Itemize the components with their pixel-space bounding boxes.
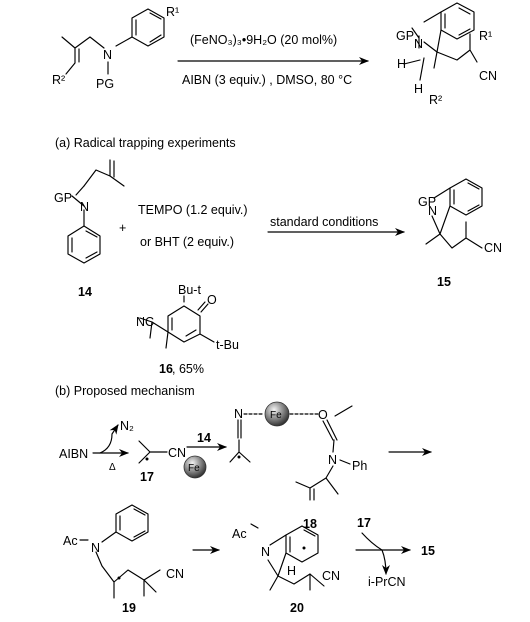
radical-19: Ac N CN 19 <box>63 504 184 615</box>
complex-18: Fe N O N Ph 18 <box>229 401 367 531</box>
product-r2-label: R² <box>429 93 442 107</box>
section-b-title: (b) Proposed mechanism <box>55 384 195 398</box>
cpd20-n-atom: N <box>261 545 270 559</box>
cpd17-number: 17 <box>140 470 154 484</box>
sm-r1-label: R¹ <box>166 5 179 19</box>
iprcn-label: i-PrCN <box>368 575 406 589</box>
section-a-conditions: standard conditions <box>270 215 378 229</box>
cpd18-oxygen: O <box>318 408 328 422</box>
cpd14-n-atom: N <box>80 200 89 214</box>
cpd20-h-label: H <box>287 564 296 578</box>
top-reagent-catalyst: (FeNO₃)₃•9H₂O (20 mol%) <box>190 33 337 47</box>
sm-n-atom: N <box>103 48 112 62</box>
heat-symbol: Δ <box>109 462 116 473</box>
cyclohexadienyl-radical-20: Ac N H CN 20 <box>232 523 340 615</box>
final-product-number: 15 <box>421 544 435 558</box>
section-a-arrow: standard conditions <box>267 215 405 236</box>
top-reagent-conditions: AIBN (3 equiv.) , DMSO, 80 °C <box>182 73 352 87</box>
cpd18-fe-label: Fe <box>270 410 282 421</box>
section-a-title: (a) Radical trapping experiments <box>55 136 236 150</box>
cpd20-ac-label: Ac <box>232 527 247 541</box>
cpd19-cn-label: CN <box>166 567 184 581</box>
product-r1-label: R¹ <box>479 29 492 43</box>
cpd20-cn-label: CN <box>322 569 340 583</box>
cpd15-number: 15 <box>437 275 451 289</box>
top-reaction-arrow: (FeNO₃)₃•9H₂O (20 mol%) AIBN (3 equiv.) … <box>177 33 369 87</box>
compound-16: Bu-t O NC t-Bu 16 , 65% <box>136 283 239 376</box>
cpd18-ph-label: Ph <box>352 459 367 473</box>
plus-sign: + <box>119 221 126 235</box>
starting-material: N R² PG R¹ <box>52 5 179 91</box>
compound-14: GP N 14 <box>54 159 125 299</box>
arrow-17-label: 17 <box>357 516 371 530</box>
cpd16-oxygen: O <box>207 293 217 307</box>
trap-bht: or BHT (2 equiv.) <box>140 235 234 249</box>
cpd14-number: 14 <box>78 285 92 299</box>
product-n-atom: N <box>414 37 423 51</box>
cpd16-yield: , 65% <box>172 362 204 376</box>
cpd14-gp-label: GP <box>54 191 72 205</box>
fe-catalyst-ball: Fe <box>183 455 207 479</box>
cpd16-tbu-bottom: t-Bu <box>216 338 239 352</box>
aibn-decomposition: AIBN N₂ Δ <box>59 419 134 473</box>
cpd15-cn-label: CN <box>484 241 502 255</box>
sm-pg-label: PG <box>96 77 114 91</box>
aibn-label: AIBN <box>59 447 88 461</box>
cpd16-number: 16 <box>159 362 173 376</box>
cpd16-nc-label: NC <box>136 315 154 329</box>
sm-r2-label: R² <box>52 73 65 87</box>
cpd15-gp-label: GP <box>418 195 436 209</box>
cpd19-ac-label: Ac <box>63 534 78 548</box>
indoline-product: GP N H H R² R¹ CN <box>396 2 497 107</box>
product-gp-label: GP <box>396 29 414 43</box>
compound-15: GP N CN 15 <box>418 178 502 289</box>
cpd18-n-amide: N <box>328 453 337 467</box>
arrow-14-label: 14 <box>197 431 211 445</box>
n2-label: N₂ <box>120 419 134 433</box>
radical-17: CN 17 <box>138 440 186 484</box>
cpd17-cn-label: CN <box>168 446 186 460</box>
product-h-label: H <box>397 57 406 71</box>
cpd18-n-nitrile: N <box>234 407 243 421</box>
final-step: 17 i-PrCN 15 <box>355 516 435 589</box>
cpd19-number: 19 <box>122 601 136 615</box>
product-h2-label: H <box>414 82 423 96</box>
cpd20-number: 20 <box>290 601 304 615</box>
cpd19-n-atom: N <box>91 541 100 555</box>
product-cn-label: CN <box>479 69 497 83</box>
cpd18-number: 18 <box>303 517 317 531</box>
cpd15-n-atom: N <box>428 204 437 218</box>
fe-label: Fe <box>188 463 200 474</box>
trap-tempo: TEMPO (1.2 equiv.) <box>138 203 248 217</box>
cpd16-tbu-top: Bu-t <box>178 283 201 297</box>
